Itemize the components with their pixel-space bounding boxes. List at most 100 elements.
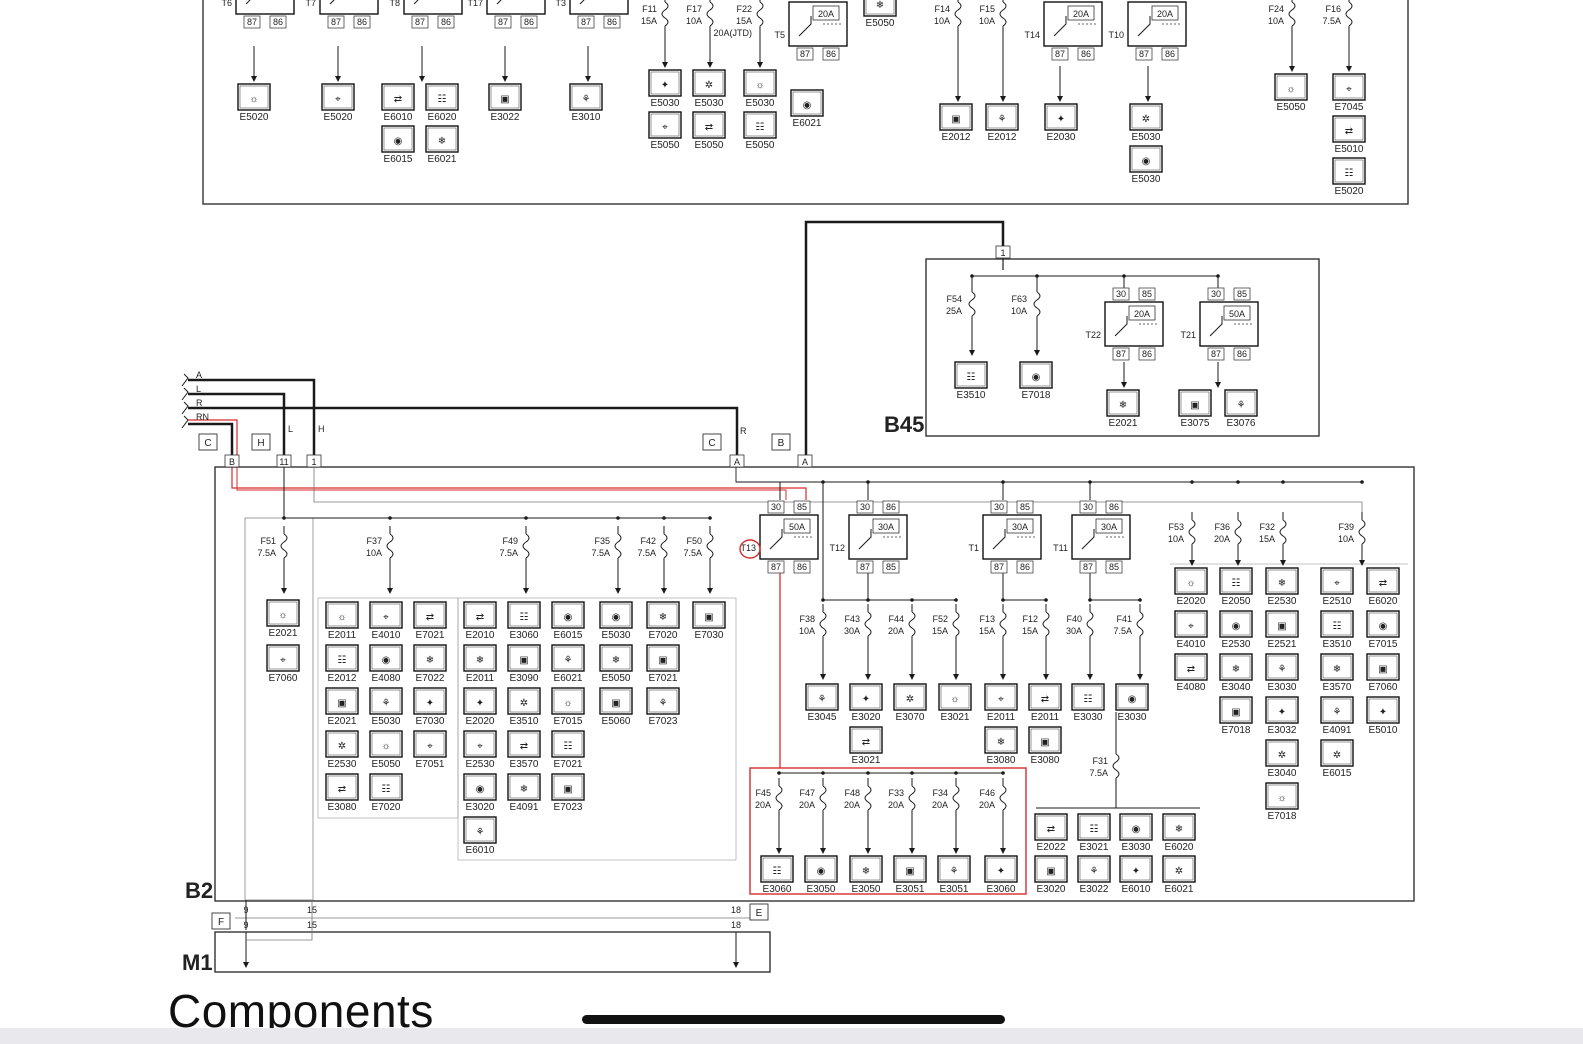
component-icon: ⇄ (1379, 578, 1387, 589)
component-box (463, 730, 497, 758)
component-inner (415, 732, 445, 756)
home-indicator-bar[interactable] (582, 1015, 1005, 1024)
component-inner (762, 857, 792, 881)
component-code: E7023 (554, 802, 583, 813)
component-icon: ⚘ (564, 655, 573, 666)
component-e2530: ✲E2530 (325, 730, 359, 770)
component-icon: ⌖ (477, 741, 483, 752)
component-code: E7060 (1369, 682, 1398, 693)
arrow-head (909, 674, 915, 680)
component-code: E3045 (808, 712, 837, 723)
component-inner (1030, 685, 1060, 709)
component-e3021: ☼E3021 (938, 683, 972, 723)
fuse-rating: 20A (799, 800, 815, 810)
component-e7018: ☼E7018 (1265, 782, 1299, 822)
component-inner (601, 689, 631, 713)
component-icon: ⌖ (280, 655, 286, 666)
component-box (692, 69, 726, 97)
component-inner (1046, 105, 1076, 129)
component-box (369, 644, 403, 672)
component-code: E6010 (466, 845, 495, 856)
component-inner (1267, 784, 1297, 808)
relay-pin-label: 85 (797, 502, 807, 512)
component-box (805, 683, 839, 711)
component-inner (694, 113, 724, 137)
relay-pin-label: 86 (797, 562, 807, 572)
fuse-rating: 20A (888, 626, 904, 636)
pin-text: A (802, 457, 808, 467)
component-code: E5030 (372, 716, 401, 727)
component-icon: ☼ (1186, 578, 1195, 589)
component-inner (806, 857, 836, 881)
component-e7045: ⌖E7045 (1332, 73, 1366, 113)
junction-dot (821, 771, 825, 775)
relay-body (788, 1, 848, 47)
fuse-id: F42 (640, 536, 656, 546)
component-code: E2011 (987, 712, 1016, 723)
component-e7023: ▣E7023 (551, 773, 585, 813)
component-inner (465, 732, 495, 756)
fuse-layer: F1115AF1710AF2215A20A(JTD)F1410AF1510AF2… (257, 0, 1366, 812)
component-inner (1176, 612, 1206, 636)
fuse-rating: 7.5A (257, 548, 276, 558)
component-e5020: ☼E5020 (237, 83, 271, 123)
arrow-head (707, 588, 713, 594)
arrow-head (1043, 674, 1049, 680)
relay-pin (243, 15, 261, 29)
arrow-head (661, 588, 667, 594)
component-inner (371, 689, 401, 713)
fuse-rating: 15A (736, 16, 752, 26)
component-box (413, 730, 447, 758)
component-e5030: ☼E5030 (743, 69, 777, 109)
fuse-id: F13 (979, 614, 995, 624)
connector-text: B (778, 438, 785, 449)
junction-dot (954, 598, 958, 602)
junction-dot (1360, 480, 1364, 484)
junction-dot (616, 516, 620, 520)
component-code: E3050 (852, 884, 881, 895)
component-box (1265, 782, 1299, 810)
fuse-symbol (280, 533, 288, 559)
component-box (1265, 653, 1299, 681)
component-e3010: ⚘E3010 (569, 83, 603, 123)
component-inner (1334, 75, 1364, 99)
pin-box (224, 454, 240, 468)
fuse-id: F41 (1116, 614, 1132, 624)
arrow-head (1087, 674, 1093, 680)
component-box (893, 683, 927, 711)
diagram-frame-layer (202, 0, 1415, 973)
component-e7015: ☼E7015 (551, 687, 585, 727)
arrow-head (387, 588, 393, 594)
component-e6015: ◉E6015 (551, 601, 585, 641)
component-box (463, 601, 497, 629)
component-inner (1322, 698, 1352, 722)
component-icon: ⇄ (394, 94, 402, 105)
component-code: E3060 (763, 884, 792, 895)
fuse-rating: 15A (641, 16, 657, 26)
component-code: E3510 (1323, 639, 1352, 650)
fuse-symbol (1358, 519, 1366, 545)
component-icon: ☷ (1333, 621, 1342, 632)
arrow-head (1034, 350, 1040, 356)
component-code: E2021 (328, 716, 357, 727)
component-icon: ⇄ (426, 612, 434, 623)
component-inner (807, 685, 837, 709)
pin-text: B (229, 457, 235, 467)
component-box (369, 730, 403, 758)
relay-pin (1138, 347, 1156, 361)
component-inner (415, 646, 445, 670)
fuse-id: F36 (1214, 522, 1230, 532)
component-box (1028, 726, 1062, 754)
component-code: E2530 (328, 759, 357, 770)
fuse-rating: 20A (844, 800, 860, 810)
component-box (938, 683, 972, 711)
component-e4080: ⇄E4080 (1174, 653, 1208, 693)
component-inner (941, 105, 971, 129)
component-e4010: ⌖E4010 (369, 601, 403, 641)
